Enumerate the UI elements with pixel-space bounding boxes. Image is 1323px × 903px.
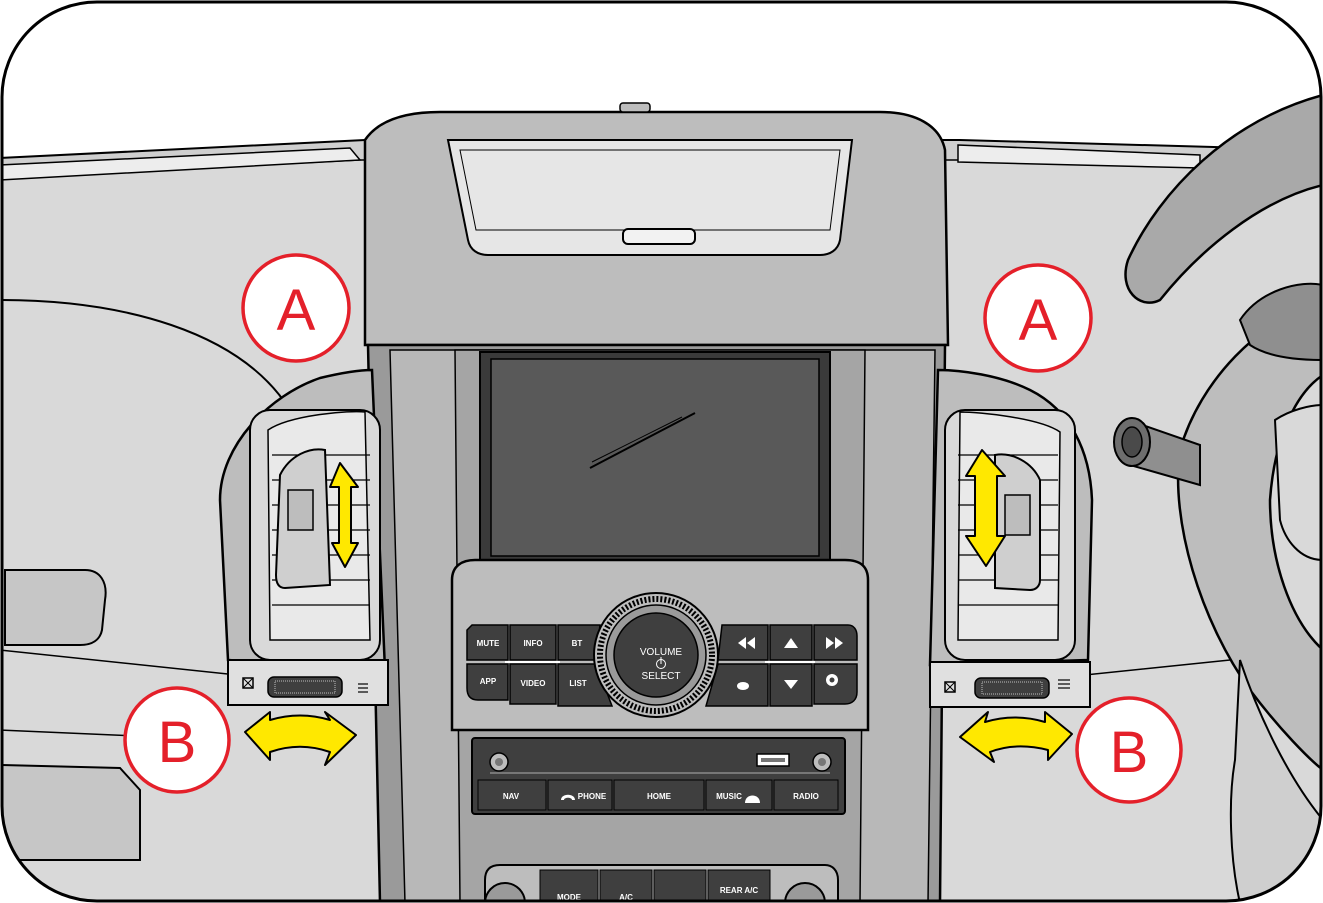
button-info[interactable] <box>509 624 557 661</box>
right-vent-arrow <box>965 449 1006 567</box>
button-music-label: MUSIC <box>716 792 742 801</box>
defrost-strip-left <box>2 147 362 181</box>
sd-slot-icon <box>812 752 832 772</box>
button-home-label: HOME <box>647 792 672 801</box>
vent-open-icon <box>1058 679 1070 689</box>
climate-button-ac-label: A/C <box>619 893 633 902</box>
left-thumbwheel[interactable] <box>267 676 343 698</box>
callout-b-left-label: B <box>158 710 197 775</box>
button-mute-label: MUTE <box>477 639 500 648</box>
power-icon <box>656 657 666 669</box>
button-home[interactable] <box>613 779 705 811</box>
phone-handset-icon <box>561 794 575 800</box>
knob-line2-label: SELECT <box>642 671 681 682</box>
climate-knob-right[interactable] <box>784 882 826 903</box>
eject-icon <box>784 638 798 648</box>
hazard-switch[interactable] <box>622 228 696 245</box>
button-nav-label: NAV <box>503 792 520 801</box>
left-thumbwheel-arrow <box>244 711 357 766</box>
callout-a-left-label: A <box>277 278 316 343</box>
vent-closed-icon <box>242 677 254 689</box>
steering-wheel <box>1124 93 1321 901</box>
button-list-label: LIST <box>569 679 586 688</box>
callout-b-right: B <box>1075 696 1183 804</box>
button-app[interactable] <box>466 663 509 701</box>
climate-button-ac[interactable] <box>599 869 653 903</box>
arrow-down-icon <box>784 680 798 689</box>
climate-button-mode[interactable] <box>539 869 599 903</box>
button-radio-label: RADIO <box>793 792 819 801</box>
music-cloud-icon <box>745 795 760 803</box>
voice-icon <box>737 682 749 690</box>
right-thumbwheel-arrow <box>959 711 1073 763</box>
vent-closed-icon <box>944 681 956 693</box>
display-hood <box>446 139 854 256</box>
right-thumbwheel[interactable] <box>974 677 1050 699</box>
right-button-cluster <box>705 624 858 707</box>
rewind-icon <box>738 637 755 649</box>
climate-button-recirc[interactable] <box>653 869 707 903</box>
volume-select-knob[interactable]: VOLUME SELECT <box>593 592 719 718</box>
usb-port-icon <box>756 753 790 767</box>
button-radio[interactable] <box>773 779 839 811</box>
button-voice[interactable] <box>705 663 769 707</box>
climate-button-mode-label: MODE <box>557 893 582 902</box>
ignition-stalk <box>1113 417 1201 487</box>
button-bt-label: BT <box>572 639 583 648</box>
callout-a-right: A <box>983 263 1093 373</box>
left-dash-pocket <box>4 569 107 646</box>
callout-a-left: A <box>241 253 351 363</box>
button-video-label: VIDEO <box>521 679 546 688</box>
callout-b-right-label: B <box>1110 720 1149 785</box>
aux-jack-icon <box>489 752 509 772</box>
left-vent-arrow <box>329 462 359 568</box>
button-phone[interactable] <box>547 779 613 811</box>
climate-button-rear-ac-label: REAR A/C <box>720 886 759 895</box>
callout-a-right-label: A <box>1019 288 1058 353</box>
climate-knob-left[interactable] <box>484 882 526 903</box>
cd-slot-icon <box>490 772 830 774</box>
button-info-label: INFO <box>523 639 542 648</box>
infotainment-screen[interactable] <box>490 358 820 557</box>
button-phone-label: PHONE <box>578 792 607 801</box>
button-nav[interactable] <box>477 779 547 811</box>
left-glovebox <box>2 763 141 861</box>
callout-b-left: B <box>123 686 231 794</box>
button-mute[interactable] <box>466 624 509 661</box>
fast-forward-icon <box>826 637 843 649</box>
right-air-vent[interactable] <box>928 368 1094 667</box>
button-video[interactable] <box>509 663 557 705</box>
vent-open-icon <box>358 683 368 693</box>
left-button-cluster: MUTE INFO BT APP VIDEO LIST <box>466 624 614 707</box>
bottom-button-bar: NAV PHONE HOME MUSIC RADIO <box>477 779 839 811</box>
button-music[interactable] <box>705 779 773 811</box>
settings-icon <box>826 674 838 686</box>
climate-button-rear-ac[interactable] <box>707 869 771 903</box>
knob-line1-label: VOLUME <box>640 647 683 658</box>
button-app-label: APP <box>480 677 497 686</box>
